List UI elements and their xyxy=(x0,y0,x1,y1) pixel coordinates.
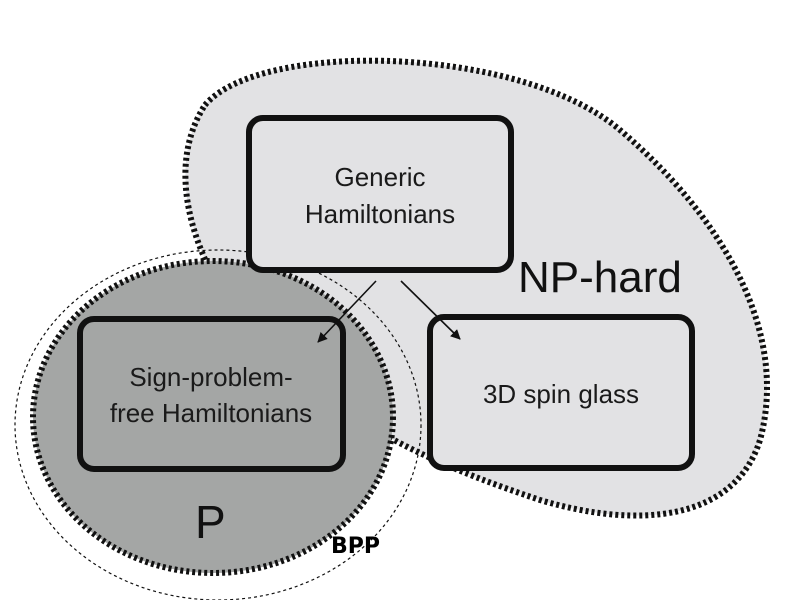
node-sign-problem-free: Sign-problem- free Hamiltonians xyxy=(77,316,346,472)
generic-label-line2: Hamiltonians xyxy=(305,199,455,229)
sign-free-label-line1: Sign-problem- xyxy=(129,362,292,392)
bpp-region xyxy=(14,249,422,600)
arrow-generic-to-spin-glass xyxy=(400,280,461,340)
spin-glass-label: 3D spin glass xyxy=(483,379,639,409)
p-label: P xyxy=(195,496,226,548)
node-generic-hamiltonians: Generic Hamiltonians xyxy=(246,115,514,273)
np-hard-label: NP-hard xyxy=(518,253,682,302)
node-3d-spin-glass: 3D spin glass xyxy=(427,314,695,471)
bpp-label: BPP xyxy=(331,534,380,559)
arrow-generic-to-sign-free xyxy=(317,280,377,343)
sign-free-label-line2: free Hamiltonians xyxy=(110,398,312,428)
generic-label-line1: Generic xyxy=(334,162,425,192)
